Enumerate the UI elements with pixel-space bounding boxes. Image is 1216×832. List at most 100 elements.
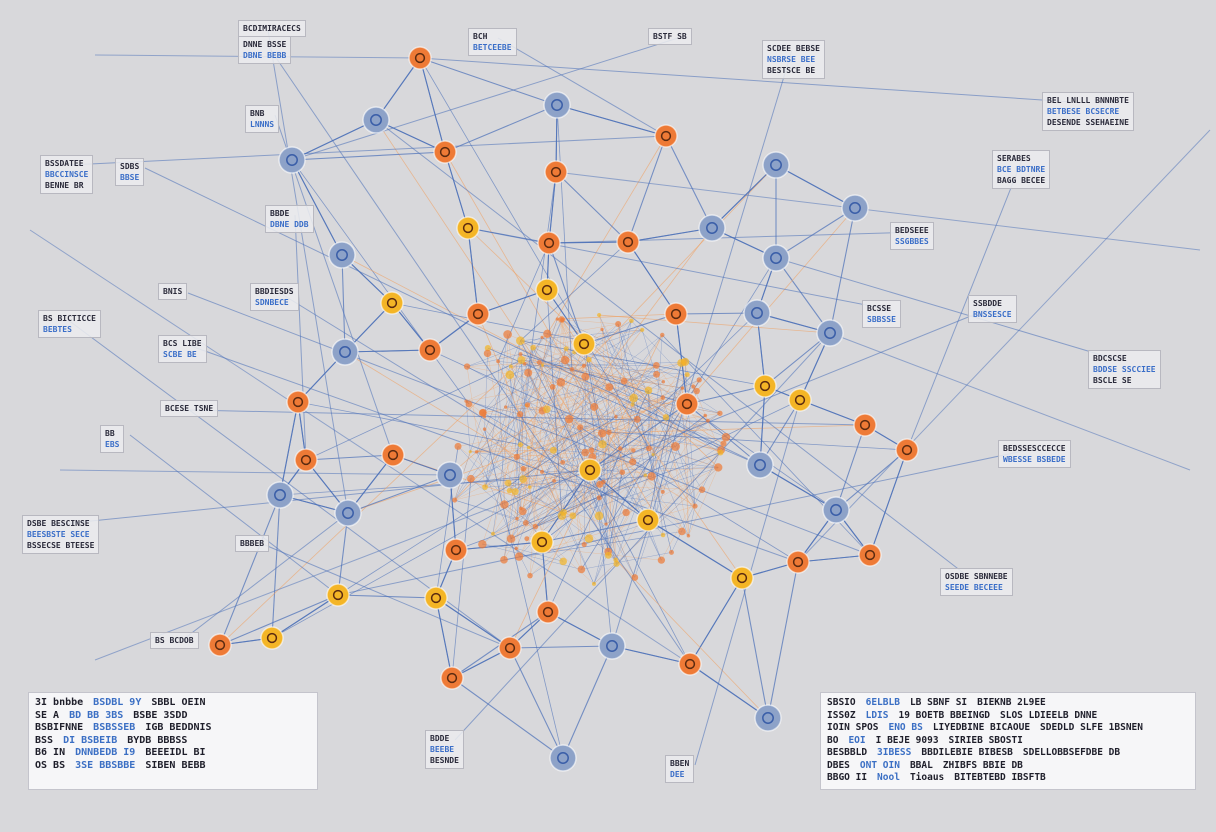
graph-node[interactable]: [730, 566, 754, 590]
node-icon: [550, 166, 562, 178]
cluster-dot: [660, 332, 665, 338]
graph-node[interactable]: [895, 438, 919, 462]
graph-node[interactable]: [456, 216, 480, 240]
graph-node[interactable]: [616, 230, 640, 254]
graph-node[interactable]: [754, 704, 782, 732]
graph-node[interactable]: [436, 461, 464, 489]
graph-node[interactable]: [853, 413, 877, 437]
edge: [589, 304, 999, 471]
graph-node[interactable]: [572, 332, 596, 356]
edge: [548, 242, 585, 345]
cluster-dot: [629, 318, 634, 324]
graph-node[interactable]: [331, 338, 359, 366]
graph-node[interactable]: [858, 543, 882, 567]
graph-node[interactable]: [433, 140, 457, 164]
graph-node[interactable]: [530, 530, 554, 554]
graph-node[interactable]: [578, 458, 602, 482]
cluster-dot: [482, 414, 487, 419]
graph-node[interactable]: [753, 374, 777, 398]
graph-node[interactable]: [664, 302, 688, 326]
graph-node[interactable]: [266, 481, 294, 509]
graph-node[interactable]: [362, 106, 390, 134]
graph-node[interactable]: [788, 388, 812, 412]
cluster-dot: [696, 377, 702, 383]
graph-node[interactable]: [762, 244, 790, 272]
edge: [267, 45, 691, 665]
graph-node[interactable]: [598, 632, 626, 660]
graph-node[interactable]: [260, 626, 284, 650]
cluster-dot: [619, 469, 626, 476]
edge: [775, 207, 856, 259]
node-label: BS BCDOB: [150, 632, 199, 649]
cluster-dot: [569, 512, 577, 520]
cluster-dot: [653, 370, 660, 378]
graph-node[interactable]: [549, 744, 577, 772]
graph-node[interactable]: [746, 451, 774, 479]
graph-node[interactable]: [543, 91, 571, 119]
cluster-dot: [629, 393, 638, 403]
graph-node[interactable]: [535, 278, 559, 302]
graph-node[interactable]: [816, 319, 844, 347]
cluster-dot: [496, 359, 501, 364]
label-line: BCE BDTNRE: [997, 165, 1046, 174]
label-line: BENNE BR: [45, 181, 84, 190]
label-line: BAGG BECEE: [997, 176, 1046, 185]
graph-node[interactable]: [822, 496, 850, 524]
cluster-dot: [508, 364, 513, 369]
graph-node[interactable]: [286, 390, 310, 414]
graph-node[interactable]: [544, 160, 568, 184]
graph-node[interactable]: [698, 214, 726, 242]
graph-node[interactable]: [466, 302, 490, 326]
label-line: DEE: [670, 770, 685, 779]
graph-node[interactable]: [743, 299, 771, 327]
edge: [521, 359, 683, 389]
graph-node[interactable]: [444, 538, 468, 562]
edge: [522, 333, 548, 512]
graph-node[interactable]: [440, 666, 464, 690]
edge: [553, 329, 643, 451]
edge: [585, 452, 719, 468]
graph-node[interactable]: [636, 508, 660, 532]
cluster-dot: [677, 358, 686, 367]
graph-node[interactable]: [841, 194, 869, 222]
edge: [598, 515, 613, 647]
cluster-dot: [631, 448, 636, 453]
graph-node[interactable]: [328, 241, 356, 269]
cluster-dot: [661, 380, 666, 384]
graph-node[interactable]: [675, 392, 699, 416]
graph-node[interactable]: [536, 600, 560, 624]
cluster-dot: [662, 414, 670, 421]
graph-node[interactable]: [654, 124, 678, 148]
graph-node[interactable]: [381, 443, 405, 467]
label-line: BESTSCE BE: [767, 66, 816, 75]
graph-node[interactable]: [334, 499, 362, 527]
edge: [528, 447, 586, 453]
label-line: BDDSE SSCCIEE: [1093, 365, 1156, 374]
label-line: SDNBECE: [255, 298, 289, 307]
graph-node[interactable]: [278, 146, 306, 174]
table-cell: BYDB BBBSS: [127, 734, 188, 746]
edge: [560, 382, 603, 445]
edge: [419, 57, 558, 106]
graph-node[interactable]: [326, 583, 350, 607]
node-icon: [342, 507, 354, 519]
graph-node[interactable]: [424, 586, 448, 610]
edge: [219, 359, 522, 646]
graph-node[interactable]: [294, 448, 318, 472]
graph-node[interactable]: [498, 636, 522, 660]
graph-node[interactable]: [678, 652, 702, 676]
graph-node[interactable]: [208, 633, 232, 657]
graph-node[interactable]: [418, 338, 442, 362]
graph-node[interactable]: [762, 151, 790, 179]
graph-node[interactable]: [380, 291, 404, 315]
edge: [509, 334, 663, 649]
graph-node[interactable]: [537, 231, 561, 255]
graph-node[interactable]: [408, 46, 432, 70]
edge: [466, 362, 684, 402]
graph-node[interactable]: [786, 550, 810, 574]
edge: [524, 363, 683, 389]
table-cell: SE A: [35, 709, 60, 721]
